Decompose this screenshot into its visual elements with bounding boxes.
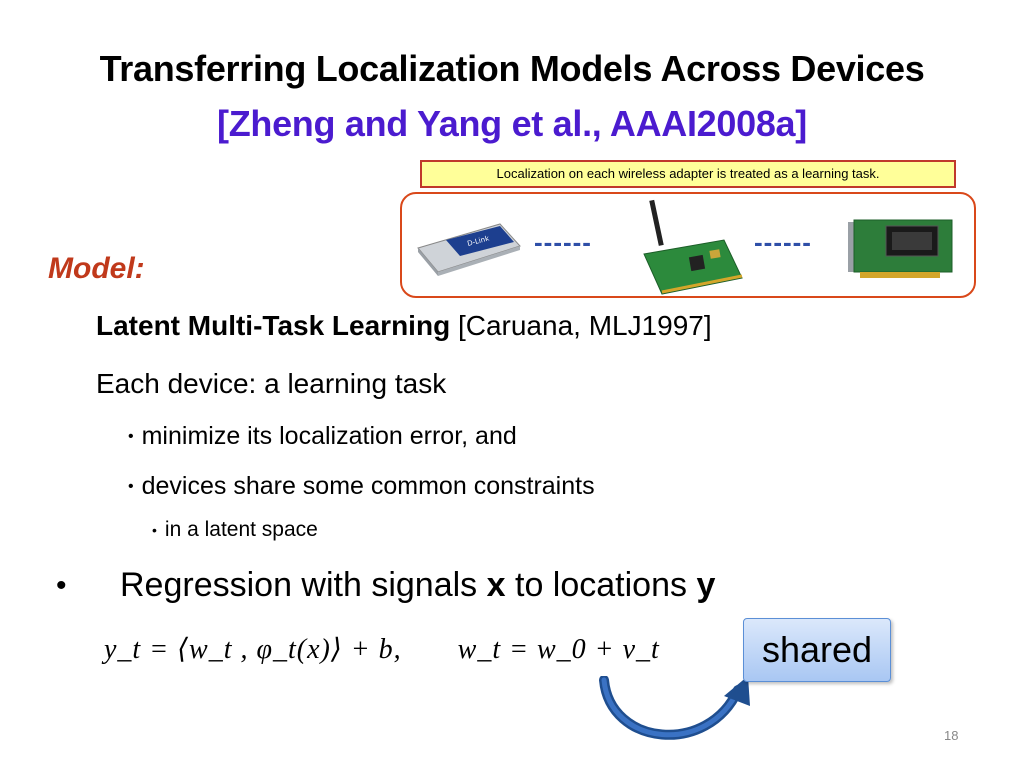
signal-x: x	[486, 566, 506, 604]
slide-title: Transferring Localization Models Across …	[99, 48, 925, 89]
page-number: 18	[944, 728, 959, 743]
separator-dashes-2: ------	[754, 227, 812, 257]
model-label: Model:	[48, 252, 145, 285]
formula-prediction: y_t = ⟨w_t , φ_t(x)⟩ + b,	[104, 634, 402, 665]
regression-line: Regression with signals x to locations y	[120, 566, 716, 604]
pci-wireless-card-icon	[848, 219, 953, 278]
bullet-dot-icon: •	[128, 478, 134, 496]
regression-bullet: •	[56, 569, 67, 602]
regression-formula: y_t = ⟨w_t , φ_t(x)⟩ + b, w_t = w_0 + v_…	[104, 632, 660, 666]
bullet-item: •devices share some common constraints	[128, 472, 595, 500]
wireless-pc-card-icon: D-Link	[417, 223, 521, 276]
bullet-dot-icon: •	[152, 522, 157, 539]
formula-weights: w_t = w_0 + v_t	[457, 634, 660, 665]
latent-mtl-reference: [Caruana, MLJ1997]	[450, 310, 712, 341]
shared-label-box: shared	[743, 618, 891, 682]
bullet-item: •minimize its localization error, and	[128, 422, 517, 450]
device-frame: D-Link ------ ------	[400, 192, 976, 298]
latent-mtl-line: Latent Multi-Task Learning [Caruana, MLJ…	[96, 310, 712, 342]
each-device-line: Each device: a learning task	[96, 368, 447, 399]
bullet-dot-icon: •	[128, 428, 134, 446]
location-y: y	[696, 566, 716, 604]
curved-arrow-icon	[599, 676, 750, 740]
slide-citation: [Zheng and Yang et al., AAAI2008a]	[217, 103, 807, 144]
latent-mtl-name: Latent Multi-Task Learning	[96, 310, 451, 341]
callout-note: Localization on each wireless adapter is…	[420, 160, 956, 188]
sub-bullet-item: •in a latent space	[152, 518, 318, 541]
separator-dashes-1: ------	[534, 227, 592, 257]
pci-wireless-card-antenna-icon	[643, 199, 743, 295]
